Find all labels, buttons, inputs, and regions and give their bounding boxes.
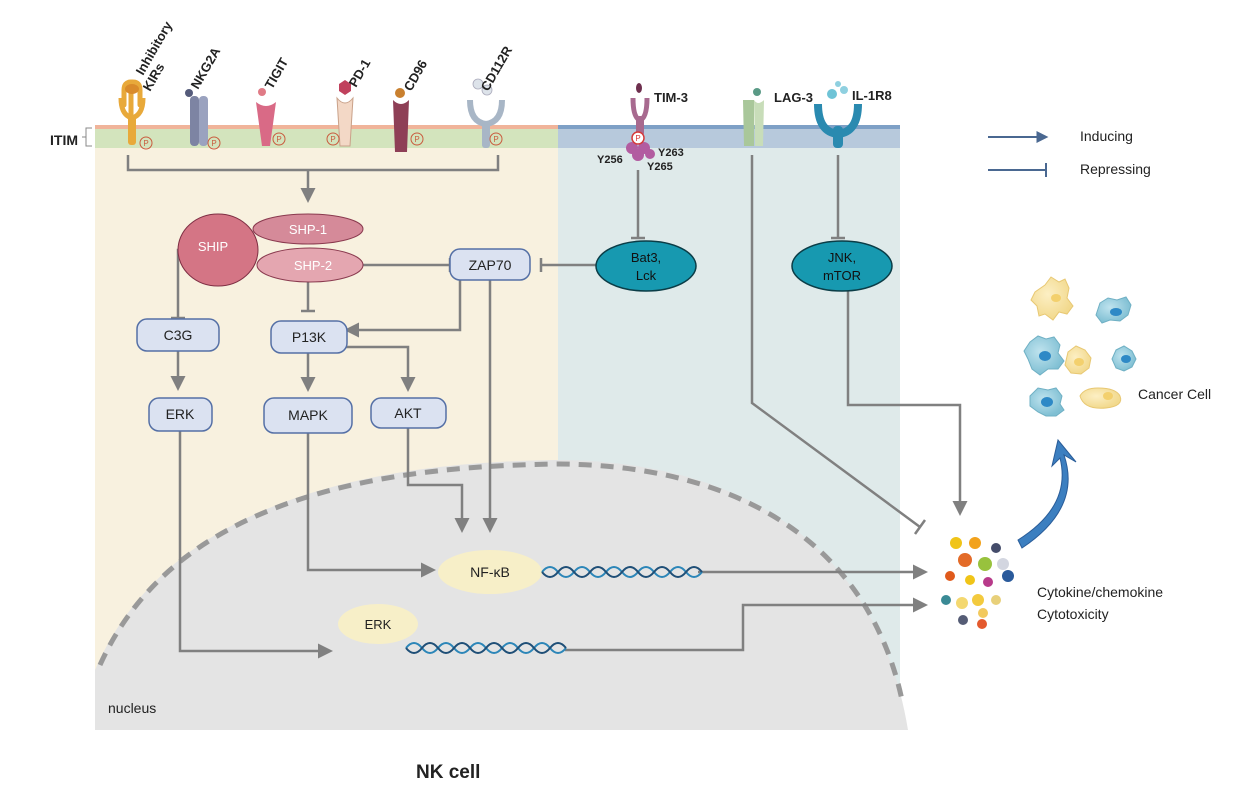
- il1r8-receptor-icon: [814, 81, 862, 148]
- cytotoxicity-arrow-icon: [1017, 438, 1077, 549]
- nfkb-label: NF-κB: [470, 564, 510, 580]
- shp2-node: [256, 247, 364, 283]
- ship-node: [177, 213, 259, 287]
- legend-inducing-label: Inducing: [1080, 128, 1133, 144]
- erk-nucleus-label: ERK: [365, 617, 392, 632]
- il1r8-label: IL-1R8: [852, 88, 892, 103]
- tim3-label: TIM-3: [654, 90, 688, 105]
- nucleus-label: nucleus: [108, 700, 156, 716]
- nucleus-envelope: [97, 461, 905, 701]
- c3g-node: [136, 318, 220, 352]
- itim-bracket: [82, 127, 92, 147]
- output-label-line1: Cytokine/chemokine: [1037, 584, 1163, 600]
- shp1-label: SHP-1: [289, 222, 327, 237]
- phospho-markers: [139, 132, 503, 150]
- akt-node: [370, 397, 447, 429]
- lag3-receptor-icon: [743, 88, 764, 146]
- erk-cytoplasm-node: [148, 397, 213, 432]
- phospho-p-tigit: P: [276, 135, 281, 144]
- cd112r-receptor-icon: [467, 78, 505, 148]
- p13k-label: P13K: [292, 329, 327, 345]
- pathway-connectors: [126, 155, 968, 659]
- jnk-mtor-node: [791, 240, 893, 292]
- membrane-left-top: [95, 125, 558, 129]
- cancer-cell-label: Cancer Cell: [1138, 386, 1211, 402]
- itim-label: ITIM: [50, 132, 78, 148]
- mapk-node: [263, 397, 353, 434]
- bat3-label-line1: Bat3,: [631, 250, 661, 265]
- phospho-p-cd96: P: [414, 135, 419, 144]
- dna-helix-erk-icon: [405, 642, 567, 654]
- cytokine-granules-icon: [941, 537, 1014, 629]
- akt-label: AKT: [394, 405, 422, 421]
- phospho-p-kirs: P: [143, 139, 148, 148]
- tim3-receptor-icon: [626, 83, 655, 161]
- c3g-label: C3G: [164, 327, 193, 343]
- cancer-cells-icon: [1023, 276, 1137, 417]
- phospho-p-cd112r: P: [493, 135, 498, 144]
- jnk-label-line1: JNK,: [828, 250, 856, 265]
- tigit-receptor-icon: [256, 88, 276, 146]
- cd96-label: CD96: [401, 57, 431, 93]
- shp2-label: SHP-2: [294, 258, 332, 273]
- bat3-lck-node: [595, 240, 697, 292]
- bat3-label-line2: Lck: [636, 268, 657, 283]
- cd96-receptor-icon: [393, 88, 409, 152]
- dna-helix-nfkb-icon: [541, 566, 703, 578]
- nkg2a-label: NKG2A: [188, 44, 224, 91]
- cd112r-label: CD112R: [478, 43, 516, 94]
- erk-cytoplasm-label: ERK: [166, 406, 195, 422]
- erk-nucleus-node: [338, 604, 418, 644]
- nucleus: [95, 460, 908, 730]
- ship-label: SHIP: [198, 239, 228, 254]
- nk-cell-label: NK cell: [416, 762, 480, 783]
- legend-repressing-label: Repressing: [1080, 161, 1151, 177]
- pd1-label: PD-1: [346, 56, 374, 89]
- mapk-label: MAPK: [288, 407, 328, 423]
- tigit-label: TIGIT: [262, 55, 292, 91]
- kirs-receptor-icon: [118, 79, 146, 145]
- zap70-node: [449, 248, 531, 281]
- output-label-line2: Cytotoxicity: [1037, 606, 1109, 622]
- nfkb-node: [438, 550, 542, 594]
- tim3-phospho-p: P: [635, 134, 640, 143]
- shp1-node: [252, 213, 364, 245]
- p13k-node: [270, 320, 348, 354]
- tyrosine-y265: Y265: [647, 161, 673, 173]
- zap70-label: ZAP70: [469, 257, 512, 273]
- lag3-label: LAG-3: [774, 90, 813, 105]
- phospho-p-nkg2a: P: [211, 139, 216, 148]
- phospho-p-pd1: P: [330, 135, 335, 144]
- membrane-right-top: [558, 125, 900, 129]
- pd1-receptor-icon: [336, 80, 354, 147]
- tyrosine-y263: Y263: [658, 147, 684, 159]
- nkg2a-receptor-icon: [185, 89, 208, 146]
- tyrosine-y256: Y256: [597, 154, 623, 166]
- jnk-label-line2: mTOR: [823, 268, 861, 283]
- membrane-left: [95, 126, 558, 148]
